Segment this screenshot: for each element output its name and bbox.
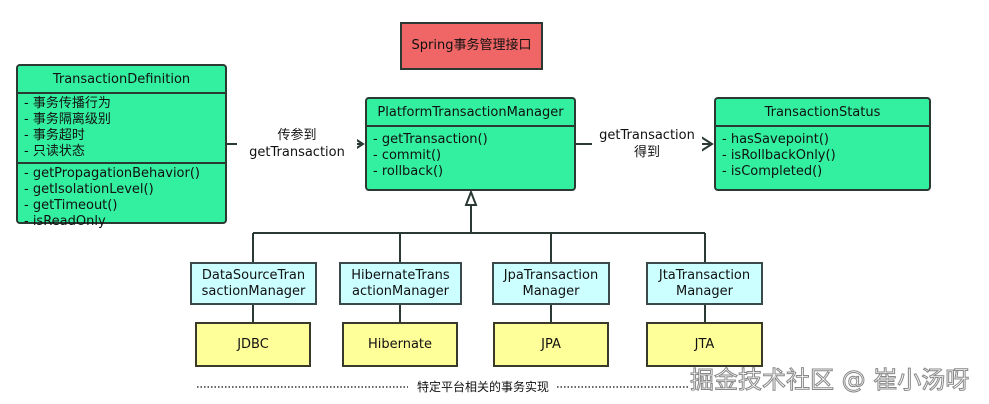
class-name-line: sactionManager xyxy=(201,283,306,299)
class-name-line: Manager xyxy=(676,283,733,299)
method: - commit() xyxy=(373,148,442,163)
platform-jpa-box: JPA xyxy=(493,322,609,367)
inheritance-triangle xyxy=(464,189,478,206)
edge-right-label: getTransaction 得到 xyxy=(592,127,702,161)
transaction-definition-box: TransactionDefinition - 事务传播行为 - 事务隔离级别 … xyxy=(16,64,227,229)
platform-specific-label: 特定平台相关的事务实现 xyxy=(416,380,549,394)
method: - isCompleted() xyxy=(722,164,823,179)
attribute: - 只读状态 xyxy=(24,144,85,159)
attribute: - 事务超时 xyxy=(24,128,85,143)
spring-interface-box: Spring事务管理接口 xyxy=(400,22,543,70)
method: - getIsolationLevel() xyxy=(24,182,154,197)
method: - getTimeout() xyxy=(24,198,118,213)
class-name-line: actionManager xyxy=(352,283,449,299)
method: - hasSavepoint() xyxy=(722,132,830,147)
method: - getTransaction() xyxy=(373,132,488,147)
watermark: 掘金技术社区 @ 崔小汤呀 xyxy=(689,366,970,395)
platform-jdbc-box: JDBC xyxy=(195,322,311,367)
edge-label-line: 得到 xyxy=(633,145,660,160)
class-name-line: JtaTransaction xyxy=(658,267,751,283)
edge-left-label: 传参到 getTransaction xyxy=(237,127,357,161)
arrowhead-right xyxy=(700,136,714,152)
attribute: - 事务传播行为 xyxy=(24,96,111,111)
platform-jta-box: JTA xyxy=(646,322,763,367)
transaction-status-methods: - hasSavepoint() - isRollbackOnly() - is… xyxy=(716,127,929,182)
edge-label-line: getTransaction xyxy=(599,128,695,143)
platform-transaction-manager-box: PlatformTransactionManager - getTransact… xyxy=(365,97,576,191)
attribute: - 事务隔离级别 xyxy=(24,112,111,127)
transaction-definition-title: TransactionDefinition xyxy=(18,66,225,94)
method: - getPropagationBehavior() xyxy=(24,166,201,181)
class-name-line: DataSourceTran xyxy=(201,267,306,283)
definition-methods: - getPropagationBehavior() - getIsolatio… xyxy=(18,162,225,232)
platform-manager-title: PlatformTransactionManager xyxy=(367,99,574,127)
transaction-status-title: TransactionStatus xyxy=(716,99,929,127)
method: - isRollbackOnly() xyxy=(722,148,836,163)
definition-attributes: - 事务传播行为 - 事务隔离级别 - 事务超时 - 只读状态 xyxy=(18,94,225,162)
transaction-status-box: TransactionStatus - hasSavepoint() - isR… xyxy=(714,97,931,191)
class-name-line: JpaTransaction xyxy=(503,267,599,283)
edge-label-line: getTransaction xyxy=(249,145,345,160)
platform-hibernate-box: Hibernate xyxy=(342,322,458,367)
class-name-line: Manager xyxy=(522,283,580,299)
platform-manager-methods: - getTransaction() - commit() - rollback… xyxy=(367,127,574,182)
method: - isReadOnly xyxy=(24,214,106,229)
edge-label-line: 传参到 xyxy=(277,128,317,143)
method: - rollback() xyxy=(373,164,444,179)
class-name-line: HibernateTrans xyxy=(351,267,450,283)
